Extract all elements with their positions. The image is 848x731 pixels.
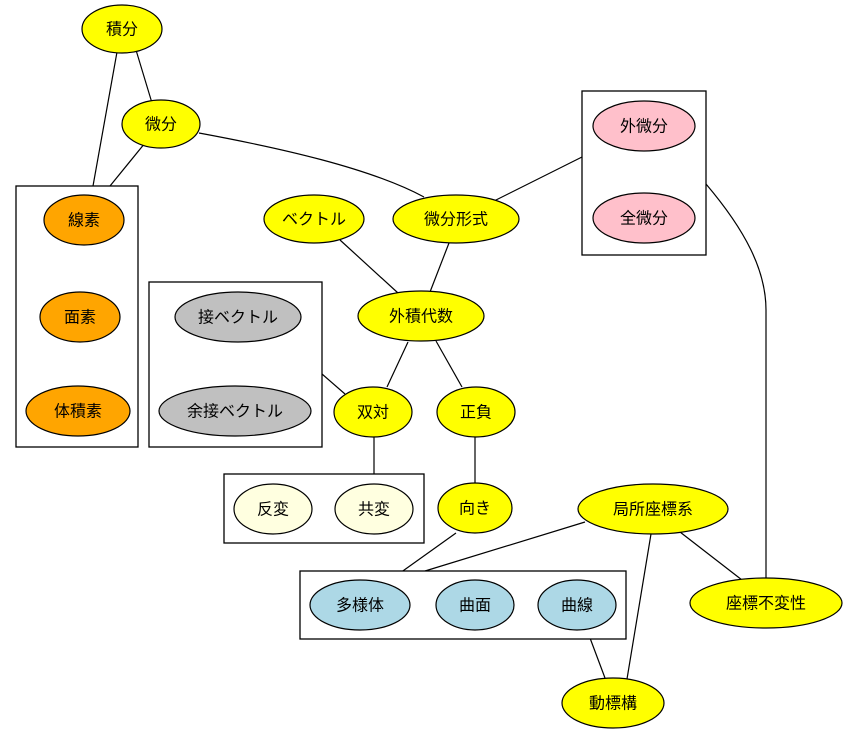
edge-tangent-soutai xyxy=(321,373,346,395)
node-hanpen: 反変 xyxy=(233,483,313,535)
node-sen-so: 線素 xyxy=(43,194,125,246)
node-kyokusen-label: 曲線 xyxy=(561,596,593,615)
node-bibun-keishiki-shape xyxy=(392,194,520,244)
node-yo-setsu-vector: 余接ベクトル xyxy=(158,385,312,437)
node-kyokusho-zahyokei-label: 局所座標系 xyxy=(613,500,693,519)
node-kyouhen: 共変 xyxy=(334,483,414,535)
node-vector-label: ベクトル xyxy=(282,210,346,229)
node-gai-bibun-label: 外微分 xyxy=(620,117,668,136)
node-vector-shape xyxy=(263,194,365,244)
node-soutai: 双対 xyxy=(333,386,413,438)
node-seifu-label: 正負 xyxy=(460,403,492,422)
node-sen-so-shape xyxy=(43,194,125,246)
edge-sekibun-bibun xyxy=(135,49,153,104)
node-sekibun-shape xyxy=(81,4,163,54)
node-yo-setsu-vector-label: 余接ベクトル xyxy=(187,402,283,421)
node-bibun: 微分 xyxy=(121,99,201,149)
node-gaiseki-daisu: 外積代数 xyxy=(357,290,485,342)
node-yo-setsu-vector-shape xyxy=(158,385,312,437)
node-zen-bibun: 全微分 xyxy=(592,192,696,244)
node-sen-so-label: 線素 xyxy=(68,211,100,230)
edge-bibun-elements xyxy=(109,142,146,187)
node-kyokumen-shape xyxy=(435,579,515,631)
node-vector: ベクトル xyxy=(263,194,365,244)
node-gai-bibun-shape xyxy=(592,100,696,152)
node-muki-shape xyxy=(437,482,513,534)
node-taisekiso-label: 体積素 xyxy=(54,402,102,421)
node-men-so: 面素 xyxy=(39,291,121,343)
node-sekibun-label: 積分 xyxy=(106,20,138,39)
node-zahyo-fuhensei-label: 座標不変性 xyxy=(726,594,806,613)
node-gai-bibun: 外微分 xyxy=(592,100,696,152)
node-tayoutai-shape xyxy=(309,579,411,631)
node-zahyo-fuhensei-shape xyxy=(689,577,843,629)
node-zen-bibun-label: 全微分 xyxy=(620,209,668,228)
node-soutai-label: 双対 xyxy=(357,403,389,422)
edge-sekibun-elements xyxy=(92,51,118,187)
edge-bibun-bibun-keishiki xyxy=(198,132,425,198)
node-kyokusho-zahyokei-shape xyxy=(577,483,729,535)
edge-differentials-zahyo-fuhensei xyxy=(705,183,767,578)
edge-kyokusho-zahyokei-dou-hyou-kou xyxy=(626,533,652,680)
node-muki-label: 向き xyxy=(459,499,491,518)
node-kyokusho-zahyokei: 局所座標系 xyxy=(577,483,729,535)
node-kyokumen-label: 曲面 xyxy=(459,596,491,615)
node-muki: 向き xyxy=(437,482,513,534)
edge-kyokusho-zahyokei-zahyo-fuhensei xyxy=(679,531,743,581)
node-taisekiso: 体積素 xyxy=(25,385,131,437)
node-bibun-keishiki-label: 微分形式 xyxy=(424,210,488,229)
node-tayoutai: 多様体 xyxy=(309,579,411,631)
node-seifu-shape xyxy=(436,386,516,438)
edge-kyokusho-zahyokei-manifolds xyxy=(424,521,586,572)
node-kyokusen: 曲線 xyxy=(537,579,617,631)
edge-gaiseki-daisu-seifu xyxy=(435,340,463,388)
node-bibun-label: 微分 xyxy=(145,115,177,134)
node-men-so-shape xyxy=(39,291,121,343)
node-gaiseki-daisu-label: 外積代数 xyxy=(389,307,453,326)
node-kyouhen-label: 共変 xyxy=(358,500,390,519)
node-dou-hyou-kou-shape xyxy=(561,677,665,729)
node-hanpen-label: 反変 xyxy=(257,500,289,519)
edge-bibun-keishiki-gaiseki-daisu xyxy=(429,242,450,293)
node-sekibun: 積分 xyxy=(81,4,163,54)
node-zahyo-fuhensei: 座標不変性 xyxy=(689,577,843,629)
node-setsu-vector: 接ベクトル xyxy=(174,291,302,343)
node-dou-hyou-kou-label: 動標構 xyxy=(589,694,637,713)
node-hanpen-shape xyxy=(233,483,313,535)
edge-gaiseki-daisu-soutai xyxy=(386,341,409,388)
node-kyokusen-shape xyxy=(537,579,617,631)
edge-differentials-bibun-keishiki xyxy=(493,156,583,202)
node-bibun-shape xyxy=(121,99,201,149)
node-setsu-vector-shape xyxy=(174,291,302,343)
node-taisekiso-shape xyxy=(25,385,131,437)
node-kyokumen: 曲面 xyxy=(435,579,515,631)
edge-vector-gaiseki-daisu xyxy=(339,239,399,294)
node-bibun-keishiki: 微分形式 xyxy=(392,194,520,244)
node-seifu: 正負 xyxy=(436,386,516,438)
node-soutai-shape xyxy=(333,386,413,438)
node-zen-bibun-shape xyxy=(592,192,696,244)
node-setsu-vector-label: 接ベクトル xyxy=(198,308,278,327)
node-tayoutai-label: 多様体 xyxy=(336,596,384,615)
node-gaiseki-daisu-shape xyxy=(357,290,485,342)
node-men-so-label: 面素 xyxy=(64,308,96,327)
nodes: 積分 微分 線素 面素 体積素 ベクトル 微分形式 外微分 xyxy=(25,4,843,729)
node-kyouhen-shape xyxy=(334,483,414,535)
node-dou-hyou-kou: 動標構 xyxy=(561,677,665,729)
clusters xyxy=(15,90,707,640)
